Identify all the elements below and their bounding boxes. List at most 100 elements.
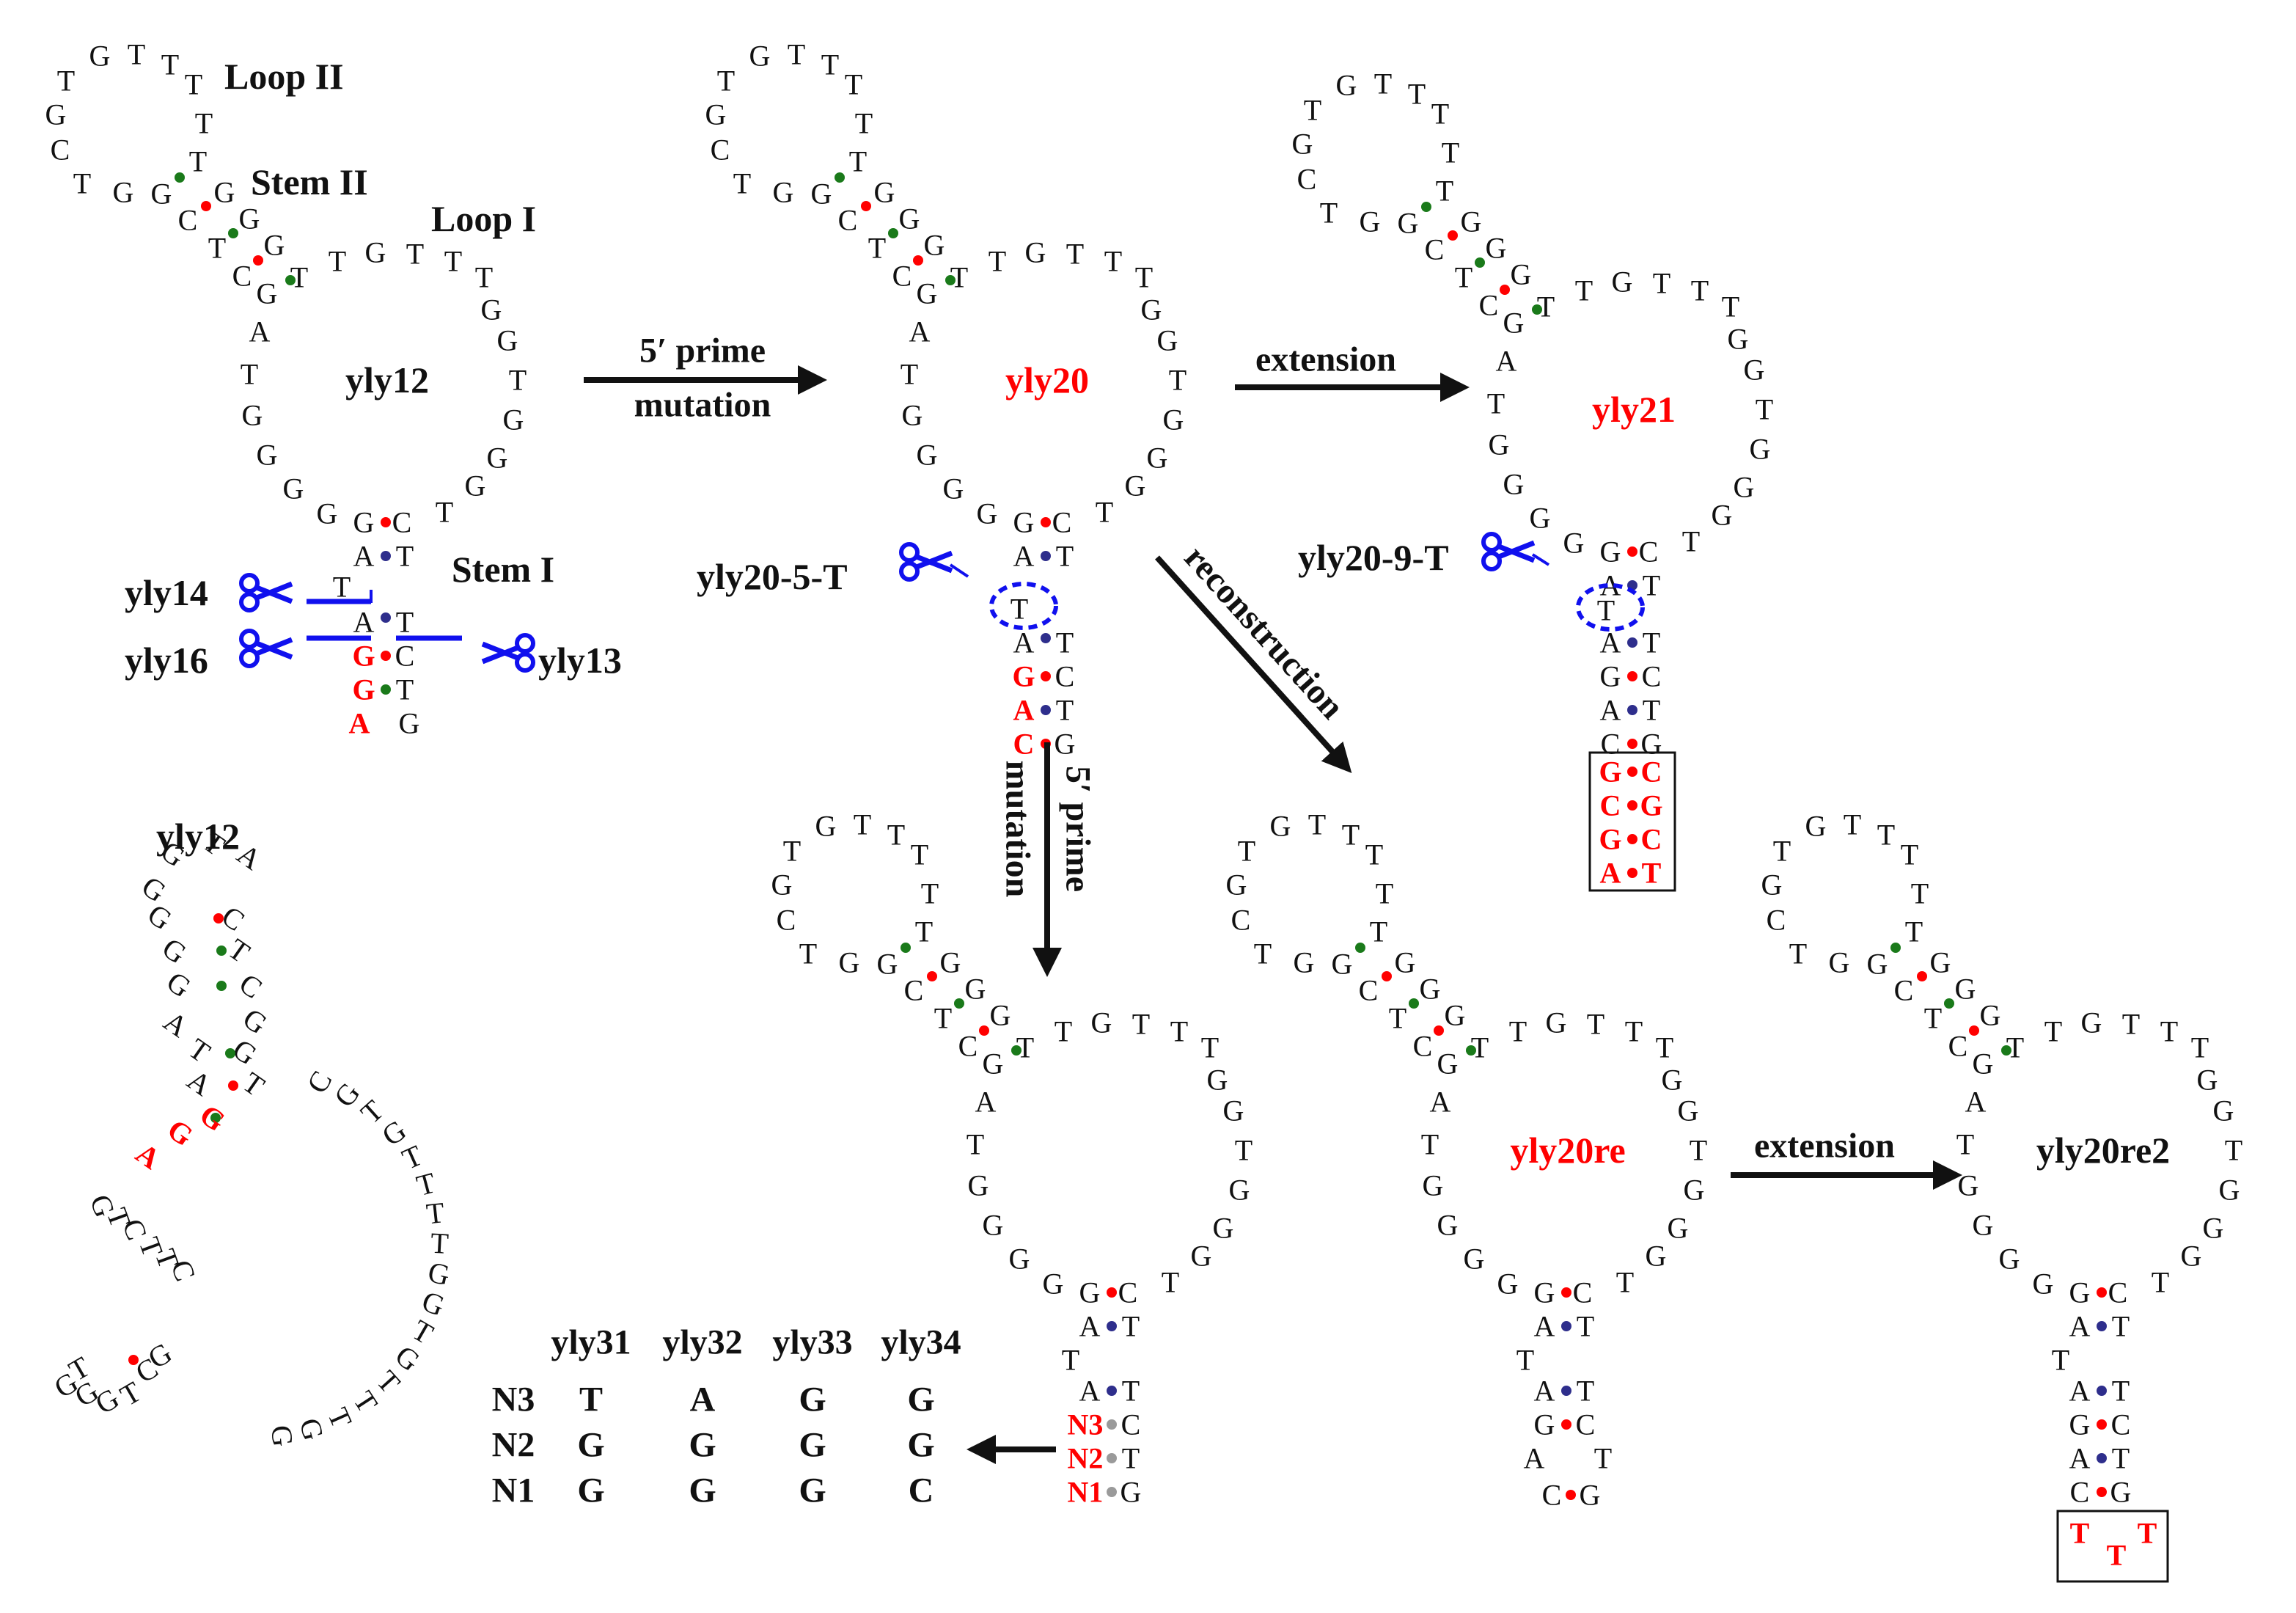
stem-ii-base: T — [868, 232, 886, 265]
loop-i-base: T — [1421, 1128, 1439, 1161]
loop-i-base: G — [1712, 499, 1733, 532]
stem-i-base: G — [1600, 660, 1621, 693]
arrow-label: 5′ prime — [1059, 766, 1098, 892]
loop-i-base: G — [497, 324, 518, 357]
loop-i-base: G — [983, 1209, 1004, 1242]
loop-i-base: G — [503, 403, 524, 436]
loop-ii-base: T — [1308, 808, 1326, 841]
base-pair-dot — [1890, 943, 1901, 953]
loop-i-base: T — [1135, 261, 1153, 294]
stem-i-base: G — [399, 707, 420, 740]
loop-i-base: A — [249, 315, 271, 348]
stem-ii-base: T — [915, 915, 933, 948]
loop-i-base: G — [283, 472, 304, 505]
loop-i-base: G — [465, 469, 486, 502]
base-pair-dot — [228, 228, 238, 238]
base-pair-dot — [1627, 671, 1637, 681]
scissors-handle — [239, 629, 260, 649]
stem-i-base: A — [2069, 1310, 2091, 1343]
stem-ii-base: C — [892, 260, 912, 293]
stem-ii-base: G — [811, 178, 832, 211]
stem-ii-base: G — [1955, 973, 1976, 1006]
loop-i-base: T — [950, 261, 968, 294]
base-pair-dot — [1561, 1386, 1571, 1396]
base-pair-dot — [1627, 705, 1637, 715]
stem-i-base: T — [1577, 1310, 1594, 1343]
stem-ii-base: G — [1398, 207, 1419, 240]
loop-ii-base: T — [1254, 937, 1272, 970]
loop-i-base: T — [444, 245, 462, 278]
stem-ii-base: G — [874, 176, 895, 209]
loop-ii-base: T — [783, 835, 801, 868]
loop-i-base: G — [487, 442, 508, 475]
structure-label: yly20re2 — [2036, 1130, 2170, 1171]
base-pair-dot — [175, 172, 185, 183]
loop-i-base: T — [967, 1128, 984, 1161]
loop-i-base: T — [1162, 1266, 1179, 1299]
loop-i-base: C — [392, 506, 412, 539]
stem-i-base: G — [1055, 728, 1076, 761]
table-cell: G — [799, 1380, 826, 1419]
base-pair-dot — [1566, 1490, 1576, 1500]
base-pair-dot — [888, 228, 898, 238]
stem-i-base: T — [1122, 1310, 1140, 1343]
loop-i-label: Loop I — [431, 198, 536, 239]
stem-i-base: A — [1600, 626, 1621, 659]
base-pair-dot — [213, 913, 224, 923]
loop-ii-base: T — [1365, 838, 1383, 871]
arrow-label: mutation — [634, 386, 771, 425]
stem-ii-base: G — [1486, 232, 1507, 265]
stem-ii-base: G — [1445, 999, 1466, 1032]
stem-i-base: T — [1577, 1375, 1594, 1408]
loop-i-base: G — [1530, 502, 1551, 535]
hairpin-red-base: A — [130, 1136, 166, 1175]
base-pair-dot — [1355, 943, 1365, 953]
table-column-header: yly31 — [551, 1323, 631, 1362]
stem-i-base: T — [1516, 1344, 1534, 1377]
stem-ii-base: T — [1370, 915, 1387, 948]
stem-i-red-base: A — [349, 707, 370, 740]
extension-base: T — [2070, 1517, 2090, 1550]
base-pair-dot — [285, 275, 296, 285]
loop-i-base: G — [1489, 428, 1510, 461]
stem-i-base: C — [395, 640, 415, 673]
scissors-blade — [481, 641, 519, 665]
loop-ii-base: G — [815, 810, 837, 843]
loop-i-base: G — [1229, 1174, 1250, 1207]
stem-ii-base: C — [1479, 289, 1499, 322]
loop-i-base: G — [1437, 1209, 1459, 1242]
loop-i-base: T — [1575, 274, 1593, 307]
stem-ii-base: C — [904, 974, 924, 1007]
loop-i-base: C — [1639, 535, 1659, 568]
table-row-label: N2 — [492, 1426, 535, 1465]
base-pair-dot — [216, 981, 227, 991]
stem-i-base: A — [1013, 540, 1035, 573]
loop-i-base: G — [2197, 1064, 2218, 1097]
stem-ii-base: G — [1395, 946, 1416, 979]
loop-i-base: G — [1678, 1094, 1699, 1127]
loop-i-base: G — [242, 399, 263, 432]
stem-i-base: T — [2052, 1344, 2069, 1377]
hairpin-base: G — [237, 1001, 273, 1040]
loop-i-base: T — [1722, 290, 1739, 323]
cleavage-label-yly16: yly16 — [125, 640, 208, 681]
extension-base: G — [1640, 789, 1662, 822]
stem-i-base: A — [1013, 626, 1035, 659]
scissors-icon — [239, 573, 293, 612]
loop-i-base: G — [2069, 1276, 2091, 1309]
stem-i-base: A — [353, 606, 375, 639]
base-pair-dot — [2097, 1321, 2107, 1331]
stem-i-red-base: C — [1013, 728, 1035, 761]
deleted-base: T — [1011, 593, 1028, 626]
loop-ii-base: C — [711, 133, 730, 167]
loop-i-base: G — [1728, 323, 1749, 356]
loop-ii-base: T — [821, 48, 839, 81]
loop-i-base: G — [917, 439, 938, 472]
base-pair-dot — [1500, 285, 1510, 295]
loop-ii-base: G — [1829, 946, 1850, 979]
loop-i-base: G — [2181, 1240, 2202, 1273]
stem-ii-base: G — [940, 946, 961, 979]
base-pair-dot — [1041, 671, 1051, 681]
stem-i-base: T — [396, 606, 414, 639]
